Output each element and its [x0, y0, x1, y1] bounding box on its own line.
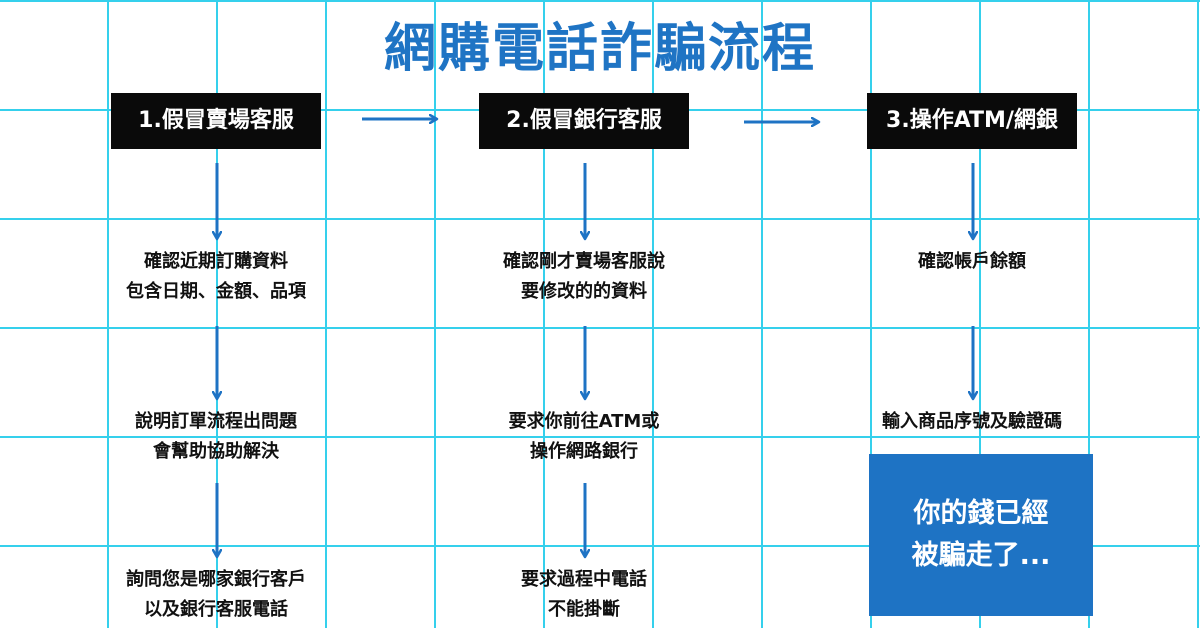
- step-1-item-2-line-1: 說明訂單流程出問題: [135, 411, 297, 432]
- step-3-item-2: 輸入商品序號及驗證碼: [822, 407, 1122, 437]
- step-1-item-1: 確認近期訂購資料 包含日期、金額、品項: [66, 247, 366, 307]
- step-2-item-2-line-1: 要求你前往ATM或: [508, 411, 660, 432]
- step-1-item-2-line-2: 會幫助協助解決: [153, 441, 279, 462]
- step-2-box: 2.假冒銀行客服: [479, 93, 689, 149]
- step-2-item-3-line-2: 不能掛斷: [548, 599, 620, 620]
- step-2-item-2-line-2: 操作網路銀行: [530, 441, 638, 462]
- step-1-item-2: 說明訂單流程出問題 會幫助協助解決: [66, 407, 366, 467]
- step-3-item-1: 確認帳戶餘額: [822, 247, 1122, 277]
- step-2-item-1-line-2: 要修改的的資料: [521, 281, 647, 302]
- step-3-item-1-line-1: 確認帳戶餘額: [918, 251, 1026, 272]
- result-box: 你的錢已經 被騙走了...: [869, 454, 1093, 616]
- step-2-item-3: 要求過程中電話 不能掛斷: [434, 565, 734, 625]
- step-2-item-3-line-1: 要求過程中電話: [521, 569, 647, 590]
- diagram-title: 網購電話詐騙流程: [383, 19, 816, 79]
- step-1-item-3-line-1: 詢問您是哪家銀行客戶: [126, 569, 306, 590]
- step-3-item-2-line-1: 輸入商品序號及驗證碼: [882, 411, 1062, 432]
- step-1-item-3-line-2: 以及銀行客服電話: [144, 599, 288, 620]
- result-line-1: 你的錢已經: [913, 498, 1049, 529]
- step-2-item-1: 確認剛才賣場客服說 要修改的的資料: [434, 247, 734, 307]
- step-1-item-1-line-2: 包含日期、金額、品項: [126, 281, 306, 302]
- step-1-box: 1.假冒賣場客服: [111, 93, 321, 149]
- step-3-box: 3.操作ATM/網銀: [867, 93, 1077, 149]
- result-line-2: 被騙走了...: [911, 540, 1051, 571]
- step-1-item-3: 詢問您是哪家銀行客戶 以及銀行客服電話: [66, 565, 366, 625]
- step-1-item-1-line-1: 確認近期訂購資料: [144, 251, 288, 272]
- step-2-item-1-line-1: 確認剛才賣場客服說: [503, 251, 665, 272]
- step-2-item-2: 要求你前往ATM或 操作網路銀行: [434, 407, 734, 467]
